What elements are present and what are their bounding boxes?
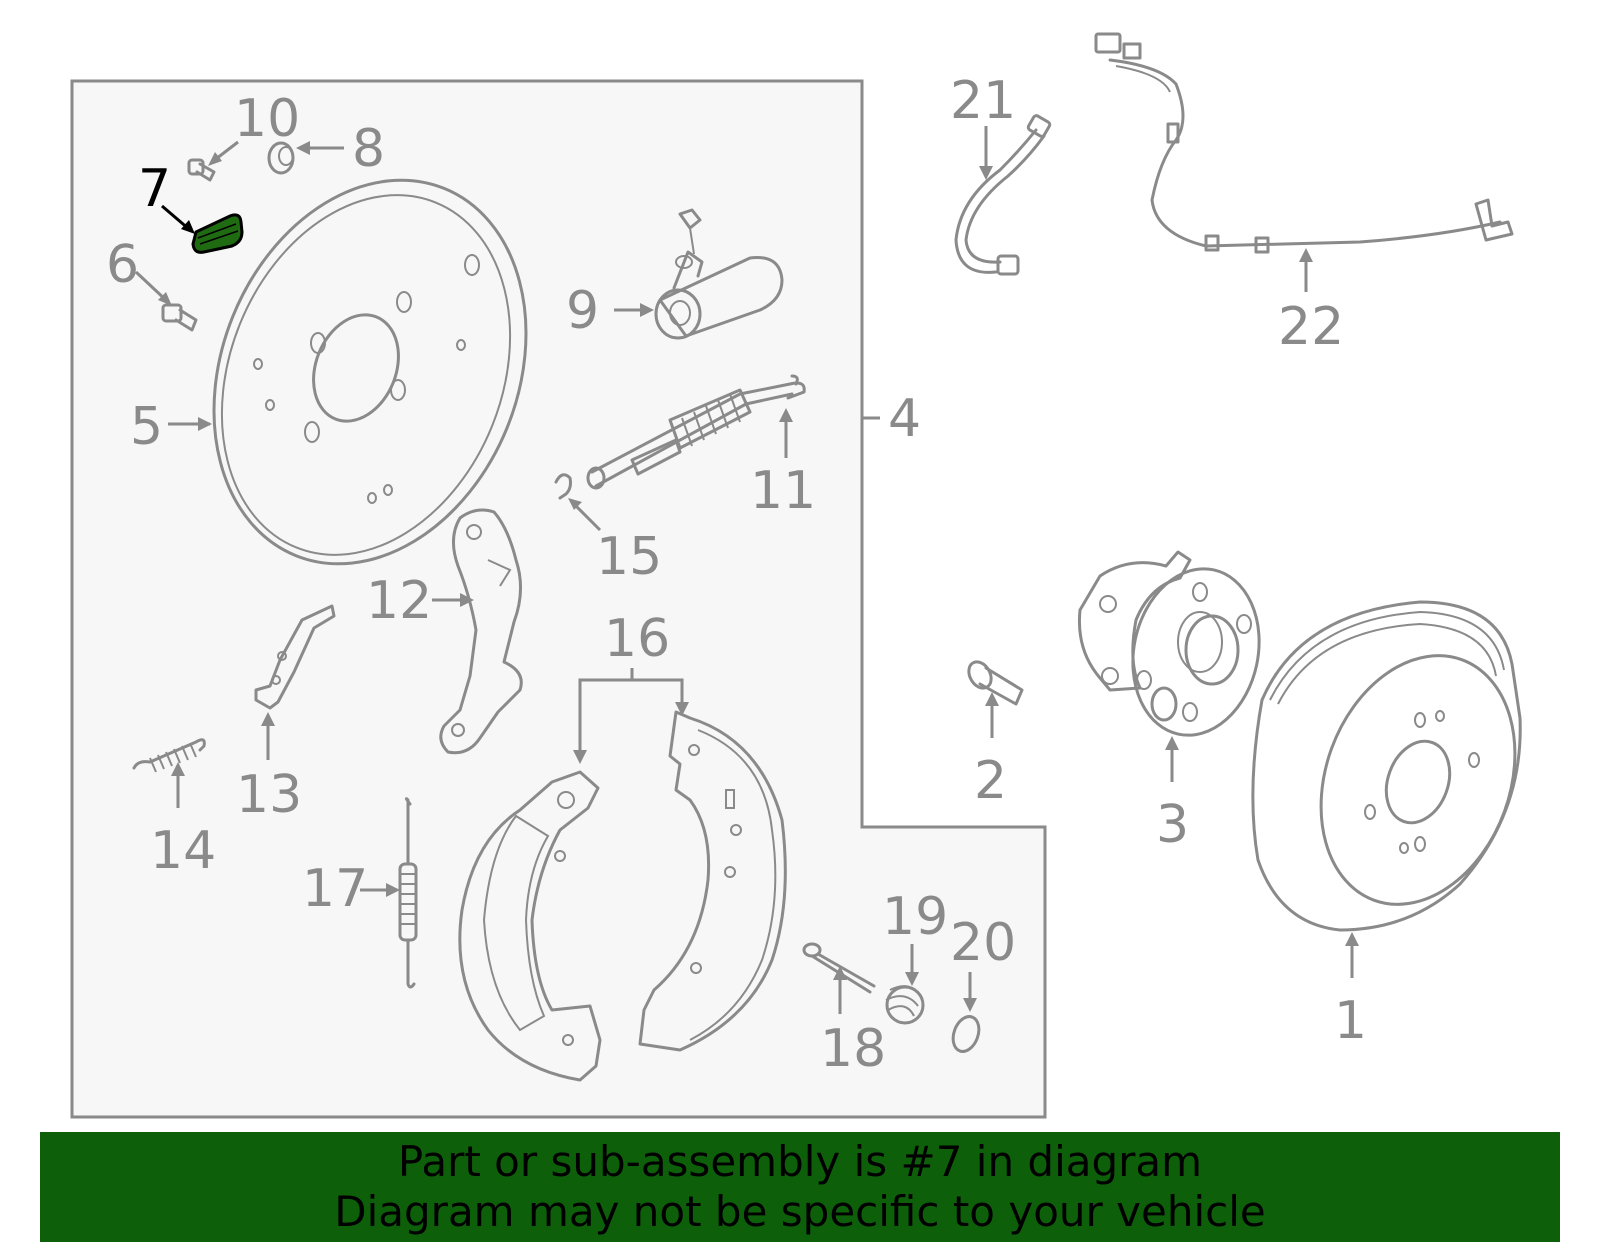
part-20-ring[interactable]	[949, 1013, 984, 1055]
callout-7-highlighted: 7	[138, 159, 171, 219]
part-7-plug-highlighted[interactable]	[191, 213, 244, 254]
callout-8: 8	[352, 119, 385, 179]
callout-12: 12	[366, 571, 432, 631]
banner-line-part-number: Part or sub-assembly is #7 in diagram	[397, 1137, 1203, 1186]
callout-16: 16	[604, 609, 670, 669]
callout-14: 14	[150, 821, 216, 881]
info-banner: Part or sub-assembly is #7 in diagram Di…	[40, 1132, 1560, 1242]
callout-18: 18	[820, 1019, 886, 1079]
callout-11: 11	[750, 461, 816, 521]
callout-9: 9	[566, 281, 599, 341]
part-15-clip[interactable]	[554, 473, 572, 500]
callout-21: 21	[950, 71, 1016, 131]
parts-diagram: 1 2 3 4 5 6 7 8 9 10 11 12 13 14 15 16 1…	[70, 32, 1548, 1119]
callout-13: 13	[236, 765, 302, 825]
part-6-bleeder[interactable]	[161, 303, 198, 332]
banner-line-disclaimer: Diagram may not be specific to your vehi…	[334, 1187, 1266, 1236]
part-16-brake-shoes[interactable]	[458, 710, 787, 1082]
callout-10: 10	[234, 89, 300, 149]
part-1-brake-drum[interactable]	[1251, 600, 1548, 932]
callout-5: 5	[130, 397, 163, 457]
callout-20: 20	[950, 913, 1016, 973]
part-8-nut[interactable]	[267, 141, 295, 175]
part-17-return-spring[interactable]	[398, 797, 418, 989]
part-21-brake-hose[interactable]	[954, 114, 1052, 276]
callout-22: 22	[1278, 297, 1344, 357]
part-14-spring[interactable]	[132, 738, 206, 773]
part-10-bolt[interactable]	[187, 158, 216, 182]
part-3-hub-bearing[interactable]	[1077, 550, 1274, 747]
part-2-wheel-stud[interactable]	[964, 658, 1024, 706]
callout-6: 6	[106, 235, 139, 295]
callout-1: 1	[1334, 991, 1367, 1051]
callout-3: 3	[1156, 795, 1189, 855]
callout-17: 17	[302, 859, 368, 919]
part-5-backing-plate[interactable]	[159, 133, 582, 611]
part-9-wheel-cylinder[interactable]	[654, 208, 784, 340]
part-22-abs-sensor-wire[interactable]	[1094, 32, 1514, 254]
part-19-spring-cup[interactable]	[885, 985, 925, 1025]
part-12-lever[interactable]	[439, 508, 523, 755]
callout-2: 2	[974, 751, 1007, 811]
assembly-group-box	[70, 79, 1047, 1119]
part-13-strut[interactable]	[254, 604, 336, 710]
part-11-adjuster[interactable]	[586, 374, 806, 490]
callout-4: 4	[888, 389, 921, 449]
callout-19: 19	[882, 887, 948, 947]
callout-15: 15	[596, 527, 662, 587]
